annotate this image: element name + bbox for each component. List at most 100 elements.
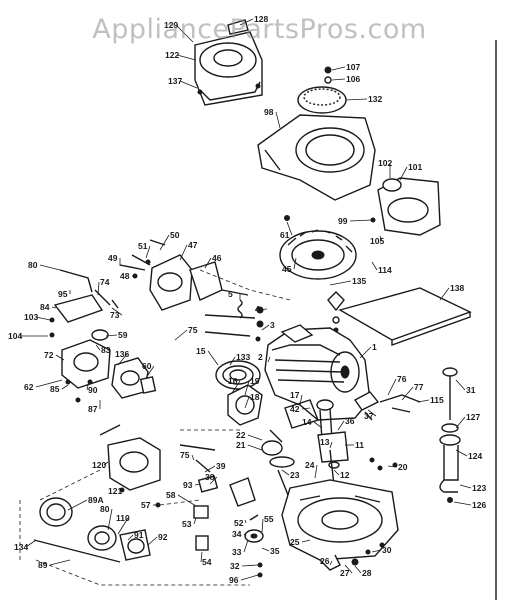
leader-line bbox=[333, 469, 340, 476]
leader-line bbox=[349, 219, 373, 222]
part-number-label: 33 bbox=[232, 547, 242, 557]
part-number-label: 15 bbox=[196, 346, 206, 356]
part-number-label: 137 bbox=[168, 76, 182, 86]
leader-line bbox=[417, 399, 430, 403]
leader-line bbox=[51, 306, 57, 309]
leader-line bbox=[247, 434, 263, 441]
part-number-label: 104 bbox=[8, 331, 22, 341]
part-number-label: 99 bbox=[338, 216, 348, 226]
part-number-label: 46 bbox=[212, 253, 222, 263]
leader-line bbox=[301, 407, 311, 410]
part-number-label: 13 bbox=[320, 437, 330, 447]
part-number-label: 61 bbox=[280, 230, 290, 240]
camshaft bbox=[179, 429, 295, 506]
part-number-label: 91 bbox=[134, 530, 144, 540]
part-number-label: 58 bbox=[166, 490, 176, 500]
leader-line bbox=[354, 565, 362, 574]
part-number-label: 34 bbox=[232, 529, 242, 539]
part-number-label: 2 bbox=[258, 352, 263, 362]
fuel-tank bbox=[370, 177, 441, 236]
leader-line bbox=[174, 329, 188, 341]
part-number-label: 55 bbox=[264, 514, 274, 524]
part-number-label: 45 bbox=[282, 264, 292, 274]
leader-line bbox=[147, 536, 158, 546]
part-number-label: 1 bbox=[372, 342, 377, 352]
part-number-label: 121 bbox=[108, 486, 122, 496]
leader-line bbox=[257, 308, 268, 311]
watermark: AppliancePartsPros.com bbox=[92, 14, 427, 45]
leader-line bbox=[39, 264, 61, 271]
leader-line bbox=[35, 316, 51, 321]
part-number-label: 132 bbox=[368, 94, 382, 104]
leader-line bbox=[261, 324, 270, 331]
assembly-line-4 bbox=[159, 499, 201, 506]
leader-line bbox=[379, 235, 383, 242]
part-number-label: 3 bbox=[270, 320, 275, 330]
leader-line bbox=[455, 449, 468, 457]
part-number-label: 127 bbox=[466, 412, 480, 422]
leader-line bbox=[459, 484, 472, 489]
part-number-label: 106 bbox=[346, 74, 360, 84]
leader-line bbox=[103, 461, 109, 466]
leader-line bbox=[299, 394, 303, 406]
leader-line bbox=[243, 533, 247, 537]
leader-line bbox=[241, 564, 259, 567]
leader-line bbox=[204, 257, 212, 269]
part-number-label: 19 bbox=[250, 376, 260, 386]
part-number-label: 60 bbox=[142, 361, 152, 371]
leader-line bbox=[95, 344, 101, 351]
assembly-line-5 bbox=[35, 559, 250, 586]
leader-line bbox=[399, 166, 408, 181]
leader-line bbox=[145, 365, 155, 379]
part-number-label: 135 bbox=[352, 276, 366, 286]
part-number-label: 62 bbox=[24, 382, 34, 392]
part-number-label: 138 bbox=[450, 283, 464, 293]
leader-line bbox=[209, 476, 218, 485]
part-number-label: 134 bbox=[14, 542, 28, 552]
recoil-starter bbox=[194, 19, 263, 106]
part-number-label: 23 bbox=[290, 470, 300, 480]
carburetor bbox=[119, 239, 223, 311]
part-number-label: 50 bbox=[170, 230, 180, 240]
part-number-label: 16 bbox=[228, 376, 238, 386]
leader-line bbox=[345, 98, 368, 101]
part-number-label: 31 bbox=[466, 385, 476, 395]
leader-line bbox=[281, 469, 290, 476]
part-number-label: 57 bbox=[141, 500, 151, 510]
part-number-label: 85 bbox=[50, 384, 60, 394]
part-number-label: 22 bbox=[236, 430, 246, 440]
leader-line bbox=[275, 111, 281, 129]
leader-line bbox=[293, 257, 297, 270]
part-number-label: 35 bbox=[270, 546, 280, 556]
leader-line bbox=[329, 280, 352, 286]
part-number-label: 28 bbox=[362, 568, 372, 578]
leader-line bbox=[367, 409, 377, 417]
leader-line bbox=[86, 384, 89, 391]
governor-linkage bbox=[49, 269, 119, 338]
leader-line bbox=[177, 494, 197, 507]
part-number-label: 129 bbox=[164, 20, 178, 30]
leader-line bbox=[67, 499, 88, 511]
leader-line bbox=[207, 350, 219, 366]
part-number-label: 95 bbox=[58, 289, 68, 299]
part-number-label: 124 bbox=[468, 451, 482, 461]
leader-line bbox=[244, 396, 250, 409]
part-number-label: 114 bbox=[378, 265, 392, 275]
leader-line bbox=[244, 519, 247, 524]
valve-train bbox=[204, 289, 264, 342]
leader-line bbox=[314, 464, 318, 479]
leader-line bbox=[455, 416, 466, 429]
part-number-label: 27 bbox=[340, 568, 350, 578]
leader-line bbox=[301, 539, 311, 543]
part-number-label: 73 bbox=[110, 310, 120, 320]
part-number-label: 96 bbox=[229, 575, 239, 585]
leader-line bbox=[313, 421, 323, 429]
part-number-label: 18 bbox=[250, 392, 260, 402]
leader-line bbox=[111, 307, 123, 316]
leader-line bbox=[244, 380, 250, 396]
leader-line bbox=[97, 281, 100, 296]
leader-line bbox=[175, 24, 194, 43]
part-number-label: 101 bbox=[408, 162, 422, 172]
part-number-label: 11 bbox=[355, 440, 364, 450]
